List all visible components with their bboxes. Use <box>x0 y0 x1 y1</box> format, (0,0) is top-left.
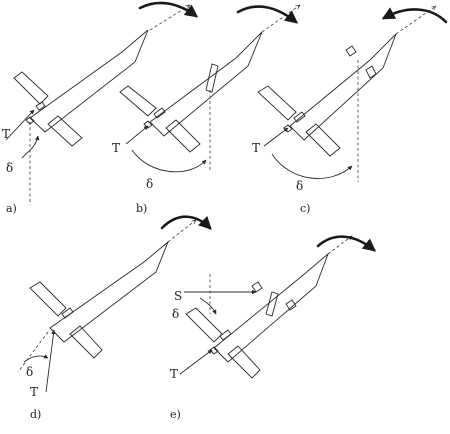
rocket-body <box>185 236 352 379</box>
deflection-symbol: δ <box>26 365 33 379</box>
side-force-symbol: S <box>174 289 182 303</box>
thrust-symbol: T <box>112 141 120 155</box>
deflection-symbol: δ <box>296 179 303 193</box>
panel-label: e) <box>170 408 181 421</box>
panel-d: T δ d) <box>17 215 212 421</box>
rotation-arrow <box>160 215 212 230</box>
thrust-symbol: T <box>2 127 10 141</box>
rocket-body <box>29 220 196 359</box>
rocket-body <box>13 5 190 147</box>
thrust-vector <box>45 329 56 393</box>
deflection-arc <box>21 135 40 159</box>
rotation-arrow <box>381 7 448 24</box>
panel-label: d) <box>30 408 41 421</box>
deflection-arc <box>199 297 217 315</box>
thrust-symbol: T <box>30 385 38 399</box>
panel-a: T δ a) <box>2 1 199 215</box>
deflection-arc <box>271 153 353 179</box>
panel-e: S δ T e) <box>170 235 377 421</box>
thrust-symbol: T <box>170 367 178 381</box>
thrust-vector <box>263 127 289 147</box>
rotation-arrow <box>236 5 299 24</box>
deflection-symbol: δ <box>6 161 13 175</box>
panel-b: T δ b) <box>112 5 300 215</box>
deflection-symbol: δ <box>172 307 179 321</box>
rotation-arrow <box>138 1 199 18</box>
panel-label: a) <box>6 202 17 215</box>
rocket-body <box>257 6 436 157</box>
panel-label: b) <box>136 202 147 215</box>
panel-c: T δ c) <box>252 6 448 215</box>
thrust-symbol: T <box>252 141 260 155</box>
deflection-arc <box>23 354 49 363</box>
deflection-arc <box>131 149 207 173</box>
thrust-vector <box>125 125 149 145</box>
deflection-symbol: δ <box>146 177 153 191</box>
rotation-arrow <box>316 235 377 252</box>
reference-line <box>17 331 49 373</box>
thrust-vector <box>179 349 213 375</box>
panel-label: c) <box>300 202 310 215</box>
thrust-vector <box>5 109 35 141</box>
